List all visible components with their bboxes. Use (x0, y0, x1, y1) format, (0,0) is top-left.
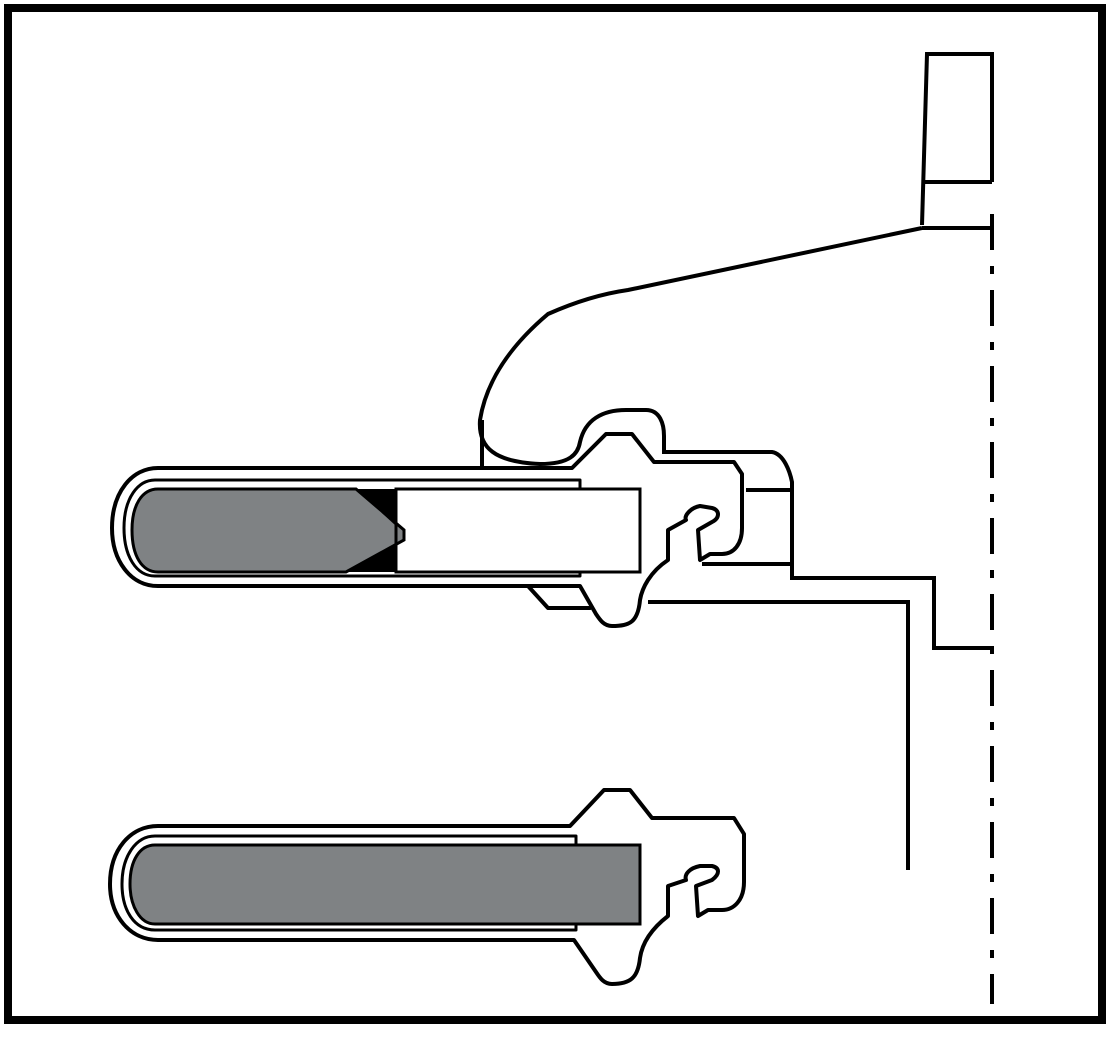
carrier-upper-bottom-tab (526, 584, 592, 610)
fuse-element-gray-upper (130, 487, 406, 574)
housing-bracket (477, 52, 994, 1004)
housing-plate (648, 600, 910, 870)
fuse-carrier-upper (110, 432, 744, 628)
fuse-tip-black (356, 489, 396, 526)
housing-top-block (920, 52, 994, 226)
fuse-tip-black-lower (346, 544, 396, 572)
fuse-element-gray-lower (128, 843, 642, 926)
fuse-link-upper (394, 487, 642, 574)
fuse-carrier-lower (108, 788, 746, 986)
housing-arm (477, 226, 992, 650)
